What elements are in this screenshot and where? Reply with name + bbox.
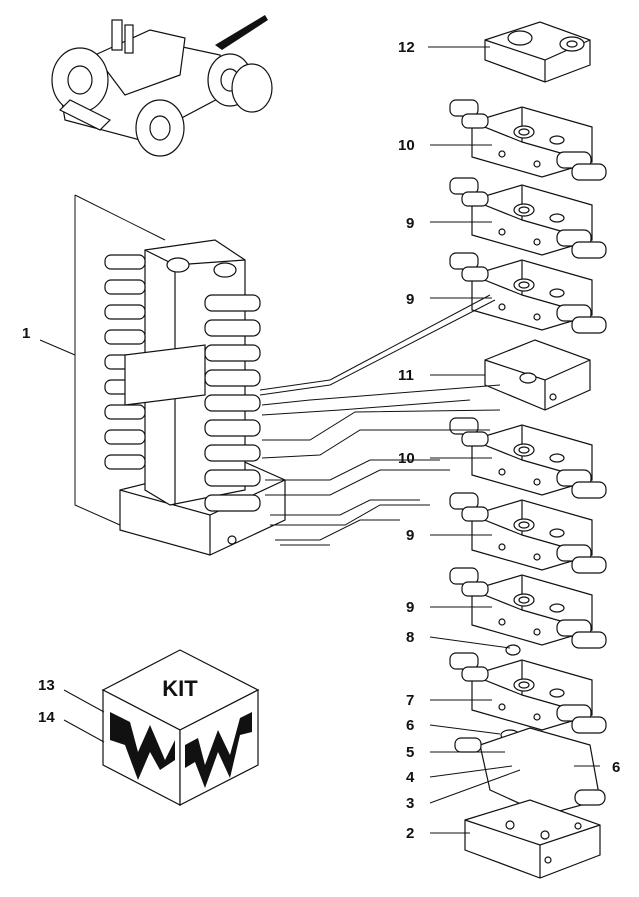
callout-6-left: 6 (406, 717, 414, 734)
leader-lines (39, 46, 600, 834)
callout-9-a: 9 (406, 215, 414, 232)
part-9-valve-section-b (449, 252, 607, 334)
spool-handle-left (104, 329, 146, 345)
spool-handle-left (104, 304, 146, 320)
callout-7: 7 (406, 692, 414, 709)
callout-14: 14 (38, 709, 55, 726)
callout-5: 5 (406, 744, 414, 761)
spool-handle-left (104, 429, 146, 445)
spool-handle-right (204, 469, 261, 487)
callout-1: 1 (22, 325, 30, 342)
part-6-5-4-3-seals (454, 727, 606, 816)
brand-logo-left (110, 712, 175, 780)
callout-8: 8 (406, 629, 414, 646)
callout-6-right: 6 (612, 759, 620, 776)
callout-9-b: 9 (406, 291, 414, 308)
part-2-base-plate (464, 799, 601, 879)
spool-handle-right (204, 369, 261, 387)
spool-handle-left (104, 454, 146, 470)
exploded-view-guide-lines (259, 294, 501, 546)
callout-11: 11 (398, 367, 414, 384)
spool-handle-right (204, 344, 261, 362)
callout-2: 2 (406, 825, 414, 842)
part-9-valve-section-d (449, 567, 607, 649)
part-7-valve-section-inlet (449, 652, 607, 734)
part-10-valve-section-upper (449, 99, 607, 181)
brand-logo-right (185, 712, 252, 788)
part-12-inlet-cover (484, 21, 591, 83)
spool-handle-right (204, 494, 261, 512)
callout-13: 13 (38, 677, 55, 694)
spool-handle-left (104, 254, 146, 270)
tractor-illustration (51, 15, 273, 157)
spool-handle-right (204, 419, 261, 437)
spool-handle-left (104, 279, 146, 295)
callout-9-c: 9 (406, 527, 414, 544)
part-9-valve-section-c (449, 492, 607, 574)
callout-4: 4 (406, 769, 415, 786)
callout-10-lower: 10 (398, 450, 415, 467)
part-9-valve-section-a (449, 177, 607, 259)
spool-handle-right (204, 294, 261, 312)
spool-handle-right (204, 394, 261, 412)
callout-labels: 12 10 9 9 11 10 9 9 8 7 6 5 4 3 2 6 1 13… (22, 39, 620, 842)
spool-handle-right (204, 319, 261, 337)
kit-box: KIT (101, 649, 260, 806)
callout-3: 3 (406, 795, 414, 812)
valve-stack-assembly (74, 194, 286, 556)
callout-9-d: 9 (406, 599, 414, 616)
spool-handle-left (104, 404, 146, 420)
part-11-intermediate-plate (484, 339, 591, 411)
kit-label: KIT (162, 676, 198, 701)
part-8-plug (505, 644, 521, 656)
spool-handle-right (204, 444, 261, 462)
callout-12: 12 (398, 39, 415, 56)
callout-10-upper: 10 (398, 137, 415, 154)
